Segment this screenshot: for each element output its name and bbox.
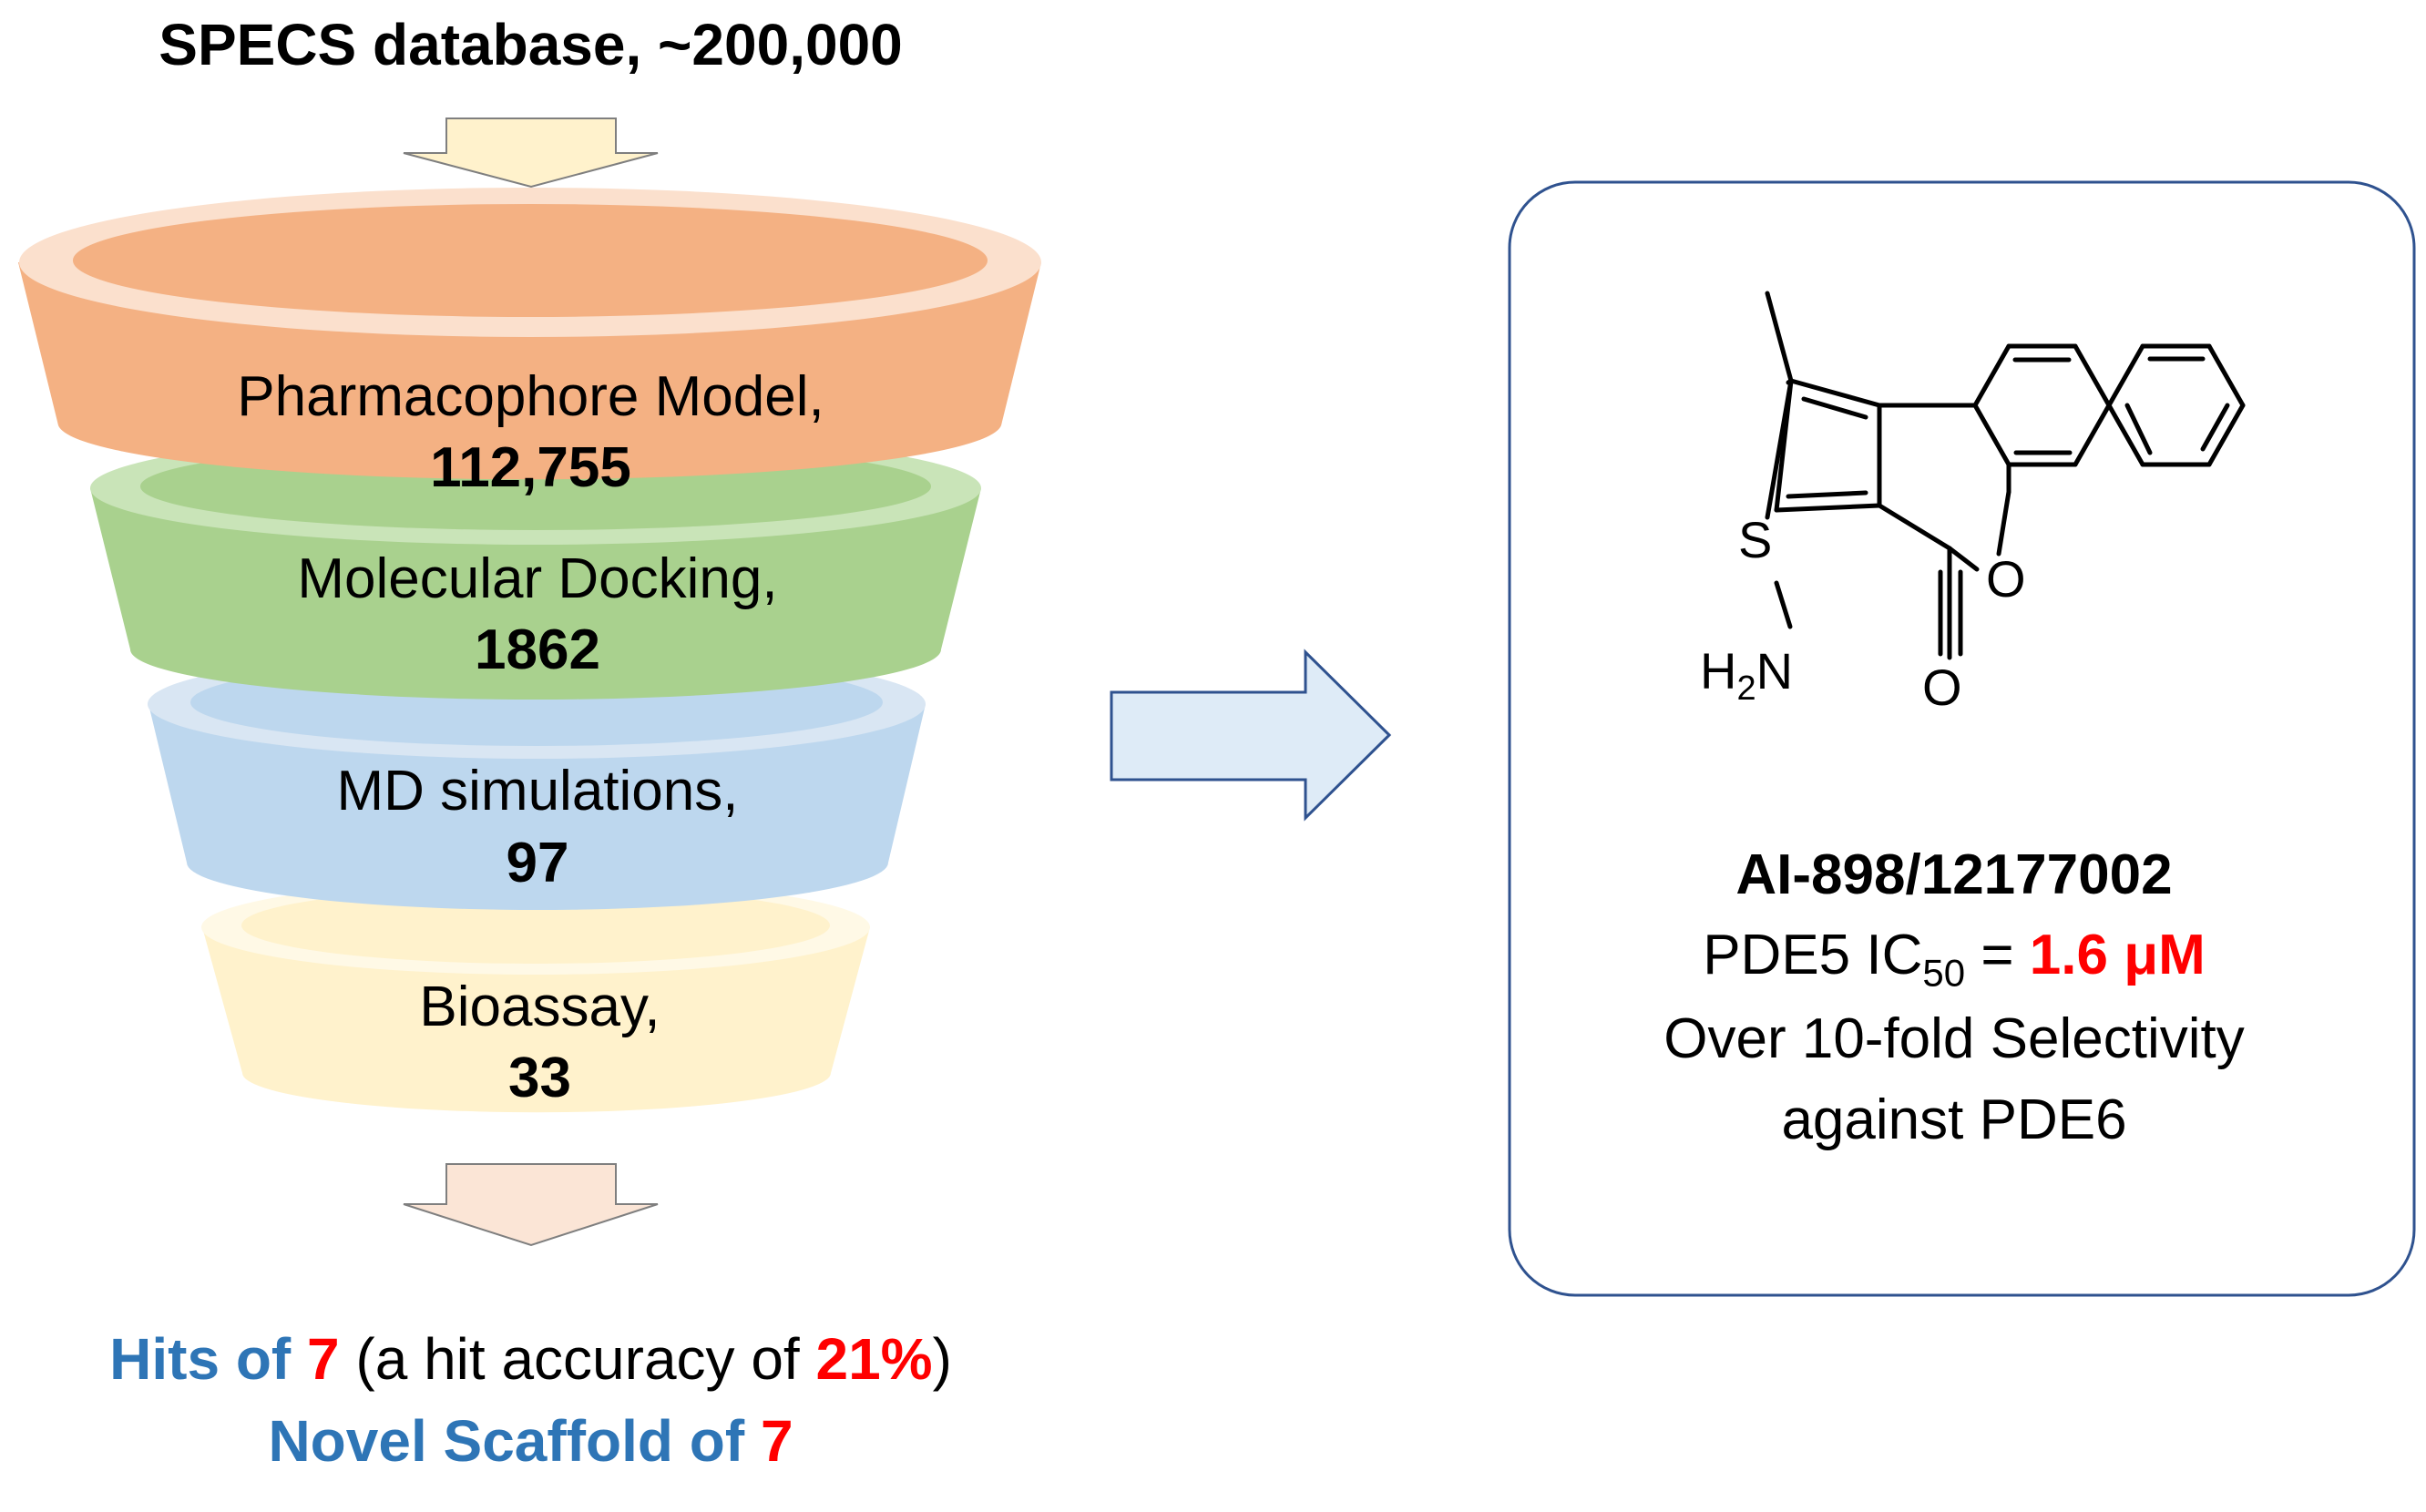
activity-prefix: PDE5 IC <box>1703 924 1923 986</box>
stage-4-count: 33 <box>508 1047 571 1109</box>
compound-activity: PDE5 IC50 = 1.6 μM <box>1508 923 2400 995</box>
input-arrow <box>403 117 659 189</box>
compound-id: AI-898/12177002 <box>1735 843 2173 906</box>
hits-count: 7 <box>307 1326 340 1392</box>
hits-prefix: Hits of <box>109 1326 307 1392</box>
stage-2-name: Molecular Docking, <box>297 547 778 610</box>
accuracy-suffix: ) <box>932 1326 952 1392</box>
selectivity-line-2: against PDE6 <box>1781 1088 2127 1151</box>
funnel-stage-pharmacophore <box>18 188 1041 480</box>
hit-accuracy: 21% <box>815 1326 933 1392</box>
scaffold-summary-line: Novel Scaffold of 7 <box>0 1407 1061 1475</box>
activity-equals: = <box>1965 924 2030 986</box>
amine-hydrogen: H <box>1700 642 1737 700</box>
stage-3-count: 97 <box>506 832 569 894</box>
hit-summary-line: Hits of 7 (a hit accuracy of 21%) <box>0 1325 1061 1393</box>
accuracy-prefix: (a hit accuracy of <box>339 1326 816 1392</box>
carbonyl-oxygen-label: O <box>1922 659 1962 716</box>
stage-2-count: 1862 <box>475 618 600 681</box>
stage-4-name: Bioassay, <box>419 976 660 1038</box>
activity-value: 1.6 μM <box>2029 924 2206 986</box>
chemical-structure <box>1765 291 2246 660</box>
amine-group-label: H2N <box>1700 641 1793 709</box>
stage-3-name: MD simulations, <box>336 760 739 822</box>
stage-1-name: Pharmacophore Model, <box>237 365 824 428</box>
compound-panel <box>1508 180 2416 1297</box>
scaffold-count: 7 <box>760 1408 793 1474</box>
ring-oxygen-label: O <box>1986 550 2026 608</box>
sulfur-atom-label: S <box>1738 511 1773 568</box>
amine-nitrogen: N <box>1756 642 1794 700</box>
result-arrow <box>1110 649 1392 822</box>
activity-subscript: 50 <box>1922 951 1966 995</box>
source-database-label: SPECS database, ~200,000 <box>159 12 903 77</box>
scaffold-prefix: Novel Scaffold of <box>268 1408 761 1474</box>
selectivity-line-1: Over 10-fold Selectivity <box>1663 1007 2245 1070</box>
stage-1-count: 112,755 <box>430 436 631 499</box>
amine-subscript: 2 <box>1736 669 1756 709</box>
output-arrow <box>403 1163 659 1247</box>
